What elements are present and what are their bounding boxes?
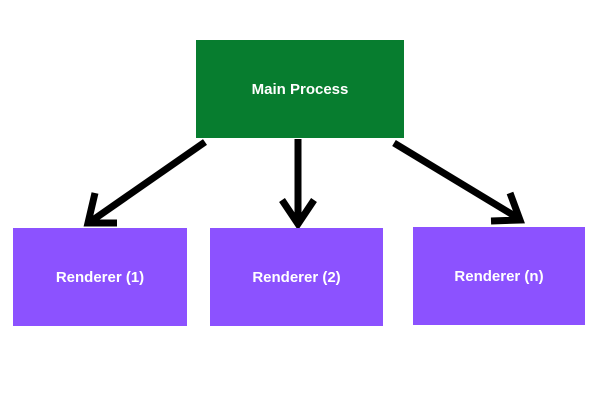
arrow-head-1: [83, 192, 117, 227]
renderer-1-box: Renderer (1): [13, 228, 187, 326]
arrow-shaft-1: [88, 139, 207, 225]
main-process-box: Main Process: [196, 40, 404, 138]
arrow-to-renderer-n: [392, 140, 525, 225]
arrow-to-renderer-2: [279, 139, 317, 231]
arrow-head-3: [490, 191, 525, 225]
renderer-2-box: Renderer (2): [210, 228, 383, 326]
arrow-to-renderer-1: [83, 139, 207, 227]
renderer-n-label: Renderer (n): [454, 267, 544, 285]
renderer-n-box: Renderer (n): [413, 227, 585, 325]
main-process-label: Main Process: [251, 80, 349, 98]
arrow-shaft-3: [392, 140, 520, 221]
arrow-head-2: [279, 198, 317, 231]
renderer-2-label: Renderer (2): [252, 268, 341, 286]
renderer-1-label: Renderer (1): [55, 268, 145, 286]
